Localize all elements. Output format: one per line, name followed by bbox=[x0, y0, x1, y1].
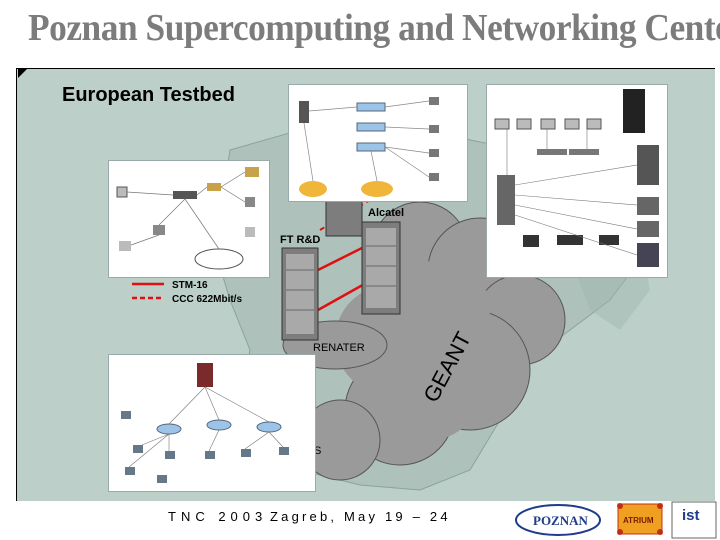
footer-conference: TNC 2003 bbox=[168, 509, 268, 524]
legend-label-stm16: STM-16 bbox=[172, 280, 208, 291]
inset-diagram-bottom bbox=[108, 354, 316, 492]
slide-title: Poznan Supercomputing and Networking Cen… bbox=[28, 7, 720, 49]
rack-top bbox=[325, 195, 363, 237]
link-stm16-a bbox=[317, 246, 363, 272]
rack-alcatel bbox=[361, 221, 401, 315]
corner-marker bbox=[18, 69, 27, 78]
atrium-logo: ATRIUM bbox=[617, 503, 663, 535]
inset-diagram-top-drawing bbox=[299, 97, 439, 197]
site-label-alcatel: Alcatel bbox=[368, 207, 404, 219]
cloud-label-partial: S bbox=[314, 445, 321, 457]
ist-logo: ist bbox=[671, 501, 717, 539]
footer-venue: Zagreb, May 19 – 24 bbox=[270, 509, 451, 524]
inset-diagram-top bbox=[288, 84, 468, 202]
ist-logo-text: ist bbox=[682, 507, 700, 524]
site-label-ftrd: FT R&D bbox=[280, 234, 320, 246]
poznan-logo: POZNAN bbox=[515, 504, 601, 536]
title-banner: Poznan Supercomputing and Networking Cen… bbox=[0, 0, 720, 66]
atrium-logo-text: ATRIUM bbox=[623, 516, 654, 525]
rack-ftrd bbox=[281, 247, 319, 341]
inset-diagram-right bbox=[486, 84, 668, 278]
cloud-label-renater: RENATER bbox=[313, 342, 365, 354]
poznan-logo-text: POZNAN bbox=[533, 513, 589, 528]
inset-diagram-left bbox=[108, 160, 270, 278]
inset-diagram-bottom-drawing bbox=[121, 363, 289, 483]
slide-heading: European Testbed bbox=[62, 84, 235, 106]
inset-diagram-right-drawing bbox=[494, 89, 659, 267]
inset-diagram-left-drawing bbox=[116, 167, 259, 270]
legend-label-ccc: CCC 622Mbit/s bbox=[172, 294, 242, 305]
link-stm16-b bbox=[317, 280, 369, 312]
footer-logos: POZNAN ATRIUM ist bbox=[515, 501, 717, 539]
